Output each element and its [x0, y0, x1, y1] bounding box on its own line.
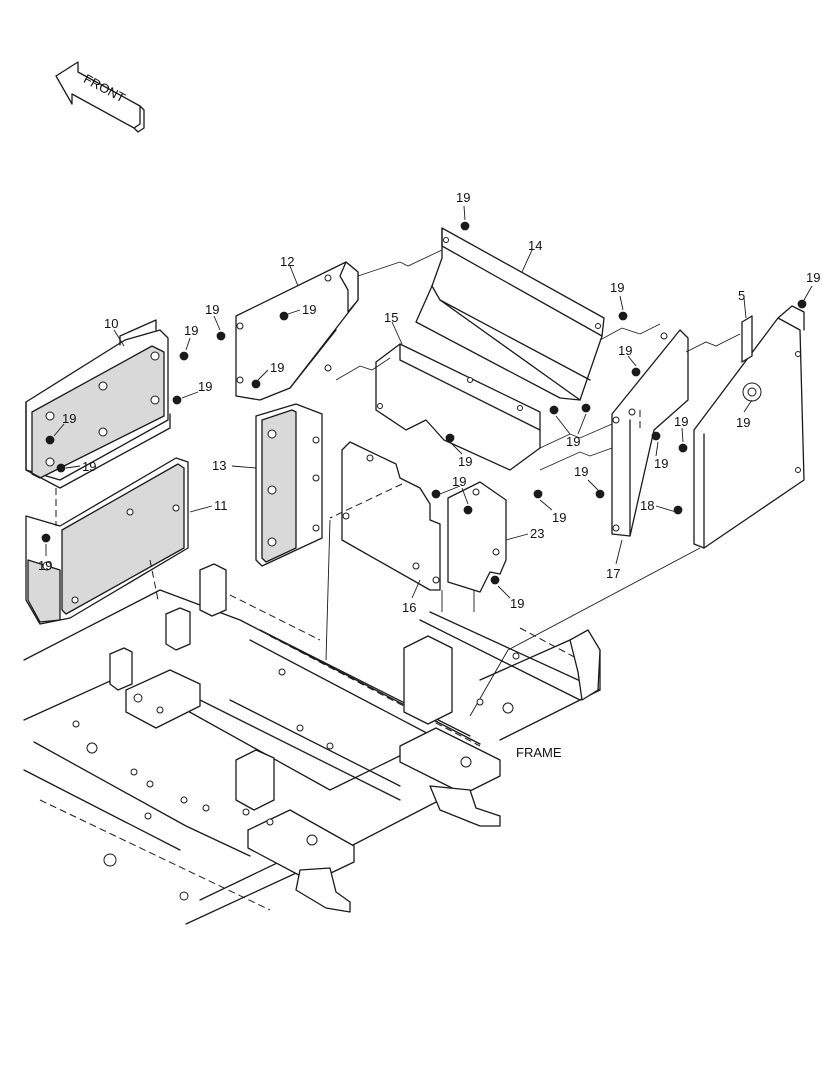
frame-structure — [23, 563, 601, 925]
callout-19: 19 — [566, 434, 580, 449]
frame-label: FRAME — [516, 745, 562, 760]
callout-19: 19 — [654, 456, 668, 471]
callout-19: 19 — [552, 510, 566, 525]
part-5-panel — [693, 305, 805, 549]
callout-11: 11 — [214, 498, 228, 513]
callout-18: 18 — [640, 498, 654, 513]
part-23-plate — [447, 481, 507, 593]
front-arrow: FRONT — [55, 61, 145, 133]
callout-19: 19 — [62, 411, 76, 426]
callout-23: 23 — [530, 526, 544, 541]
part-15-cover — [375, 343, 541, 471]
part-11-panel — [25, 457, 189, 625]
callout-19: 19 — [302, 302, 316, 317]
callout-19: 19 — [452, 474, 466, 489]
callout-19: 19 — [736, 415, 750, 430]
part-13-panel — [255, 403, 323, 567]
callout-19: 19 — [806, 270, 820, 285]
callout-19: 19 — [82, 459, 96, 474]
bolt-group — [41, 221, 807, 585]
part-10-panel — [25, 319, 171, 489]
callout-10: 10 — [104, 316, 118, 331]
callout-19: 19 — [184, 323, 198, 338]
callout-17: 17 — [606, 566, 620, 581]
callout-5: 5 — [738, 288, 745, 303]
callout-19: 19 — [456, 190, 470, 205]
callout-19: 19 — [510, 596, 524, 611]
callout-leaders — [45, 205, 813, 599]
callout-12: 12 — [280, 254, 294, 269]
callout-19: 19 — [198, 379, 212, 394]
assembly-lines — [55, 249, 741, 717]
callout-19: 19 — [38, 558, 52, 573]
callout-16: 16 — [402, 600, 416, 615]
callout-labels: 10 11 12 13 14 15 16 17 18 5 23 FRAME 19… — [38, 190, 820, 760]
callout-19: 19 — [205, 302, 219, 317]
part-12-bracket — [235, 261, 359, 401]
part-17-plate — [611, 329, 689, 537]
part-16-plate — [341, 441, 441, 591]
callout-19: 19 — [270, 360, 284, 375]
callout-19: 19 — [574, 464, 588, 479]
callout-13: 13 — [212, 458, 226, 473]
callout-15: 15 — [384, 310, 398, 325]
part-14-cover — [415, 227, 605, 401]
callout-19: 19 — [674, 414, 688, 429]
callout-19: 19 — [458, 454, 472, 469]
callout-14: 14 — [528, 238, 542, 253]
callout-19: 19 — [610, 280, 624, 295]
callout-19: 19 — [618, 343, 632, 358]
